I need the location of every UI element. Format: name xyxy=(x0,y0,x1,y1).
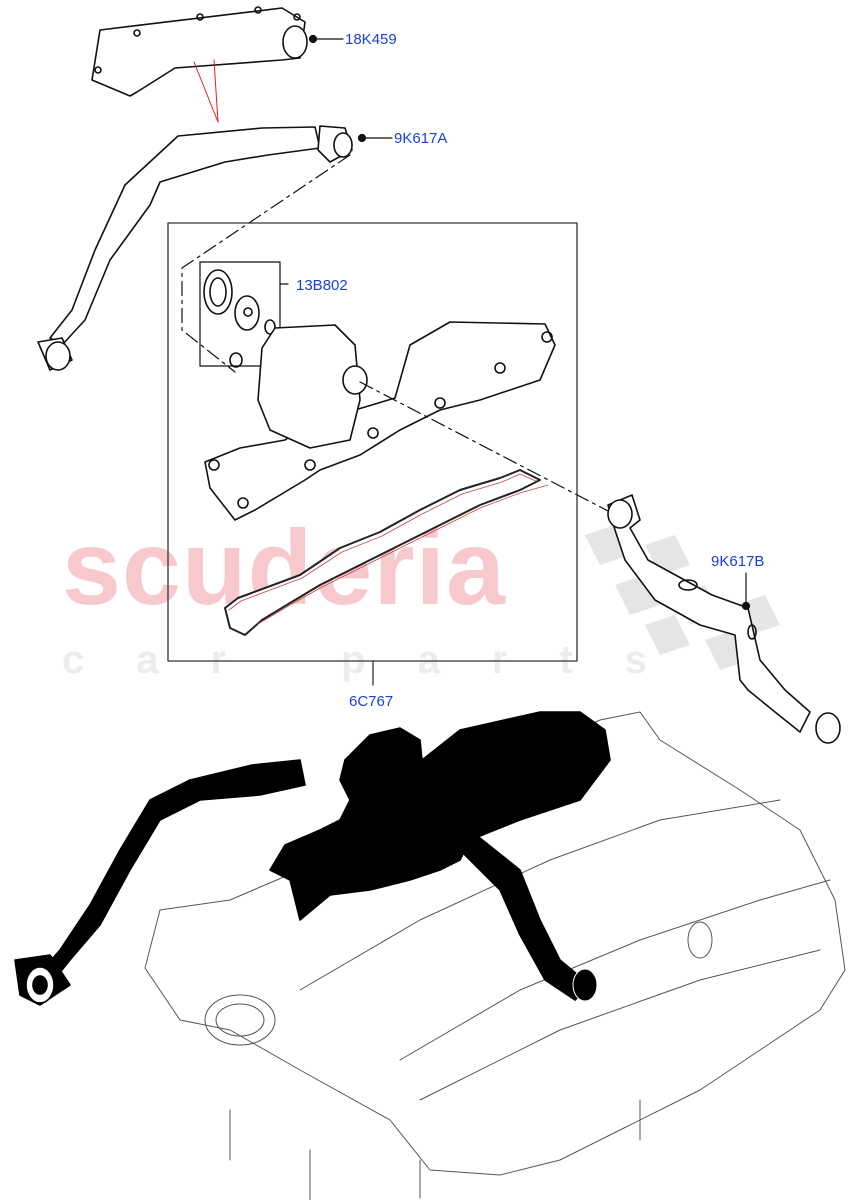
cam-cover xyxy=(204,321,556,521)
breather-hose-9K617B xyxy=(607,494,841,744)
callout-6C767[interactable]: 6C767 xyxy=(349,693,394,710)
callout-13B802[interactable]: 13B802 xyxy=(296,277,348,294)
callout-leaders xyxy=(308,34,751,611)
hose-cover-18K459 xyxy=(91,6,308,97)
diaphragm-kit-13B802 xyxy=(203,269,276,368)
cylinder-head xyxy=(144,711,846,1200)
callout-9K617A[interactable]: 9K617A xyxy=(394,130,448,147)
breather-hose-9K617A xyxy=(37,125,353,371)
installed-assembly-highlight xyxy=(14,711,611,1006)
callout-18K459[interactable]: 18K459 xyxy=(345,31,397,48)
cam-cover-gaskets xyxy=(224,469,549,636)
callout-9K617B[interactable]: 9K617B xyxy=(711,553,765,570)
